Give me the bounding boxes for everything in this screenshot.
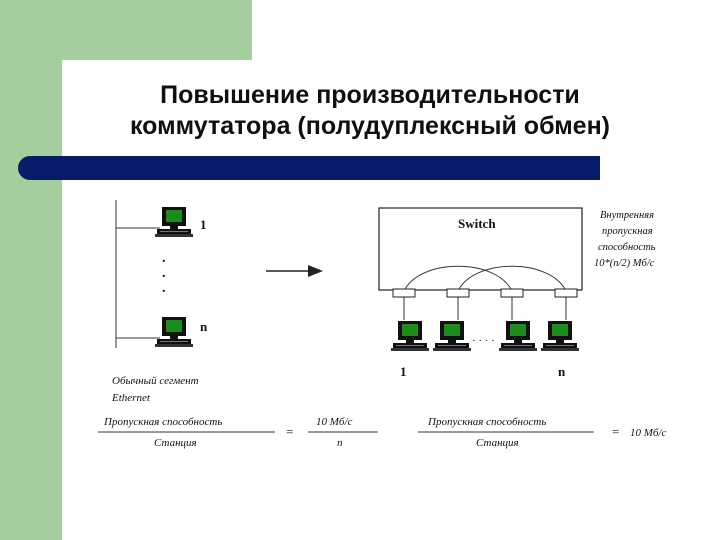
switch-box <box>378 207 583 291</box>
switch-label: Switch <box>458 216 496 231</box>
switch-station-1-label: 1 <box>400 364 407 379</box>
internal-connection-arc <box>403 265 513 292</box>
right-formula-denominator: Станция <box>476 437 519 449</box>
internal-connection-arc <box>457 265 567 292</box>
segment-caption-line-2: Ethernet <box>111 392 151 404</box>
computer-icon <box>391 321 429 351</box>
station-n-label: n <box>200 319 208 334</box>
right-equals-sign: = <box>612 424 619 439</box>
title-underline-bar <box>18 156 600 180</box>
station-1-label: 1 <box>200 217 207 232</box>
switch-port <box>392 288 416 298</box>
right-formula-numerator: Пропускная способность <box>427 416 546 428</box>
computer-icon <box>155 317 193 347</box>
segment-caption-line-1: Обычный сегмент <box>112 375 199 387</box>
computer-icon <box>433 321 471 351</box>
page-title: Повышение производительности коммутатора… <box>70 80 670 142</box>
internal-caption-line-3: способность <box>598 242 656 253</box>
left-value-denominator: n <box>337 437 343 449</box>
right-value: 10 Мб/с <box>630 427 667 439</box>
switch-port <box>446 288 470 298</box>
computer-icon <box>155 207 193 237</box>
computer-icon <box>499 321 537 351</box>
title-line-2: коммутатора (полудуплексный обмен) <box>129 112 611 140</box>
rounded-corner <box>62 60 182 160</box>
switch-station-n-label: n <box>558 364 566 379</box>
left-formula-denominator: Станция <box>154 437 197 449</box>
computer-icon <box>541 321 579 351</box>
internal-caption-line-2: пропускная <box>602 226 653 237</box>
internal-caption-line-1: Внутренняя <box>600 210 654 221</box>
left-value-numerator: 10 Мб/с <box>316 416 353 428</box>
ellipsis-dot: . <box>162 251 166 266</box>
green-left-bar <box>0 0 62 540</box>
switch-port <box>554 288 578 298</box>
left-formula-numerator: Пропускная способность <box>103 416 222 428</box>
internal-caption-line-4: 10*(n/2) Мб/с <box>594 258 655 269</box>
switch-port <box>500 288 524 298</box>
title-line-1: Повышение производительности <box>160 81 580 109</box>
ellipsis-dots: · · · · <box>472 335 495 347</box>
ellipsis-dot: . <box>162 266 166 281</box>
ellipsis-dot: . <box>162 281 166 296</box>
left-equals-sign: = <box>286 424 293 439</box>
